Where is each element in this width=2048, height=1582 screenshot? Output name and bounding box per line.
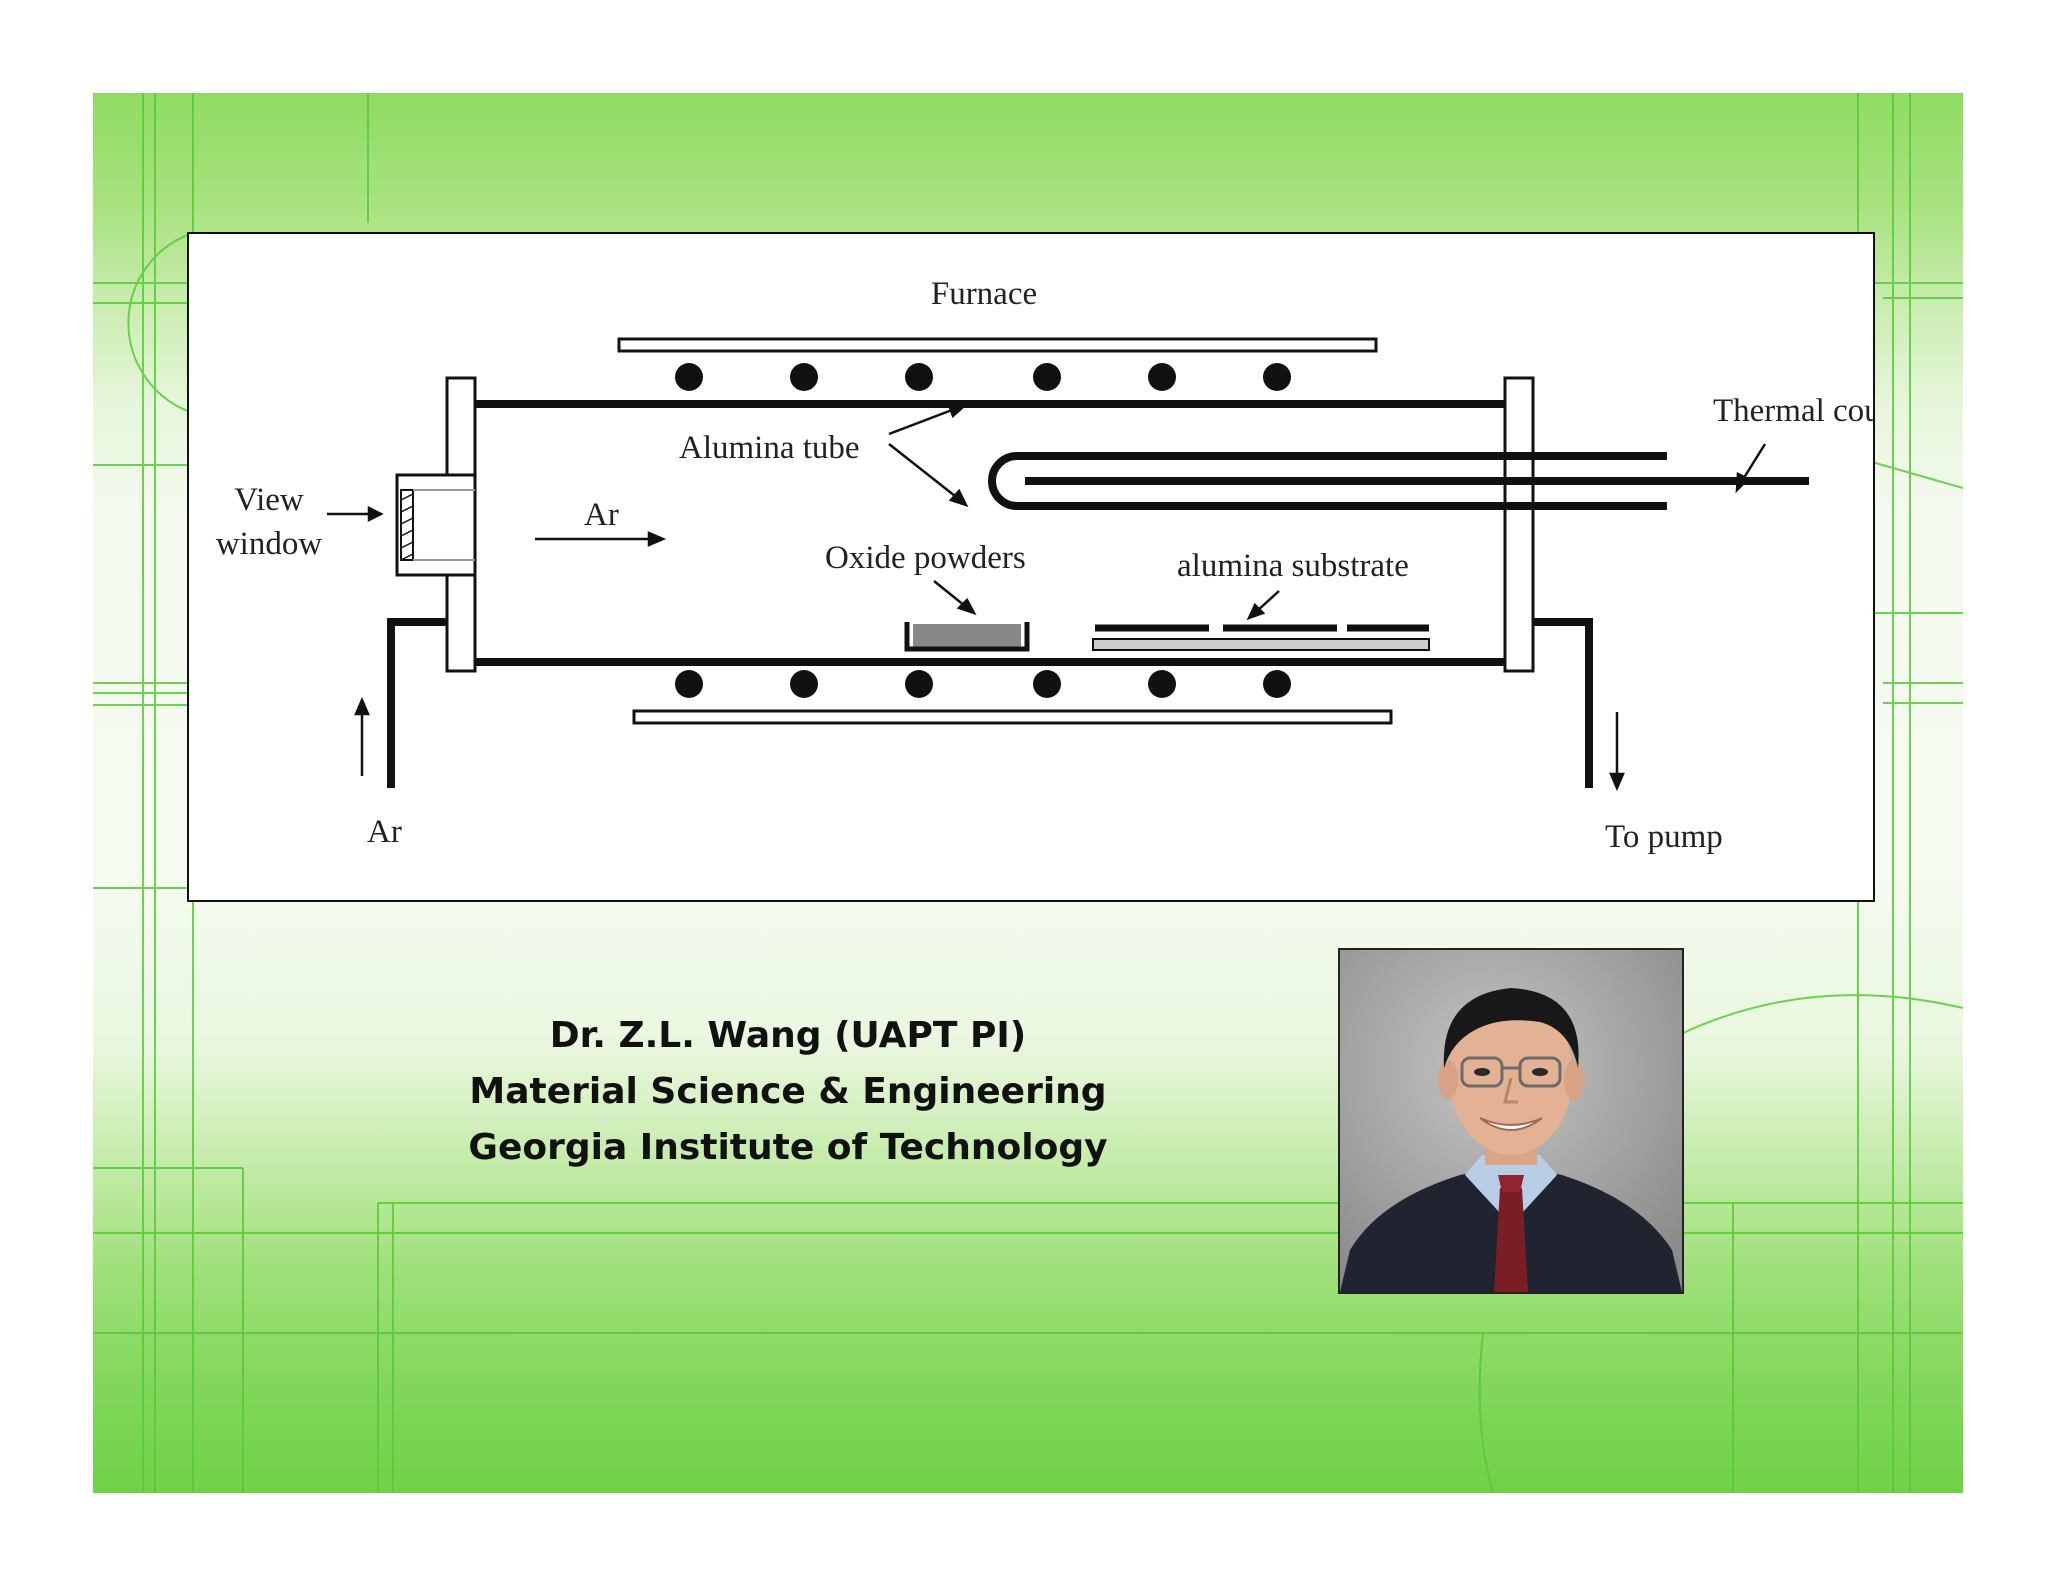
furnace-bottom-bar xyxy=(632,709,1393,725)
caption-department: Material Science & Engineering xyxy=(469,1071,1107,1112)
caption-name: Dr. Z.L. Wang (UAPT PI) xyxy=(549,1015,1027,1056)
thermocouple-sheath xyxy=(988,452,1667,510)
view-window-glass xyxy=(400,489,414,561)
alumina-tube-arrow-lower xyxy=(888,443,956,497)
label-view-window-2: window xyxy=(216,526,323,562)
label-thermal-couple: Thermal couple xyxy=(1713,393,1873,429)
right-flange xyxy=(1503,376,1535,673)
view-window-hatching xyxy=(400,493,414,561)
label-alumina-tube: Alumina tube xyxy=(679,430,860,466)
alumina-tube-arrow-upper xyxy=(888,408,953,436)
thermal-couple-arrow xyxy=(1740,443,1767,482)
caption: Dr. Z.L. Wang (UAPT PI) Material Science… xyxy=(438,1008,1138,1176)
heating-coils-bottom xyxy=(675,670,1291,698)
label-furnace: Furnace xyxy=(931,276,1037,312)
oxide-powders-arrow xyxy=(933,580,966,607)
label-to-pump: To pump xyxy=(1605,819,1723,855)
gas-inlet-pipe xyxy=(387,618,447,788)
gas-outlet-pipe xyxy=(1533,618,1593,788)
portrait-photo xyxy=(1338,948,1684,1294)
label-alumina-substrate: alumina substrate xyxy=(1177,548,1409,584)
alumina-substrate-base xyxy=(1092,638,1430,651)
furnace-top-bar xyxy=(617,337,1378,353)
label-view-window-1: View xyxy=(234,482,304,518)
furnace-schematic: Furnace Alumina tube Thermal couple View… xyxy=(216,276,1873,855)
label-ar-inlet: Ar xyxy=(367,814,402,850)
caption-institution: Georgia Institute of Technology xyxy=(468,1127,1108,1168)
alumina-substrate-arrow xyxy=(1256,590,1280,612)
person-portrait-image xyxy=(1340,950,1682,1292)
label-oxide-powders: Oxide powders xyxy=(825,540,1026,576)
heating-coils-top xyxy=(675,363,1291,391)
oxide-boat-holder xyxy=(904,622,1030,652)
oxide-powder-boat xyxy=(913,624,1021,648)
furnace-diagram: Furnace Alumina tube Thermal couple View… xyxy=(187,232,1875,902)
label-ar-flow: Ar xyxy=(584,497,619,533)
slide: Furnace Alumina tube Thermal couple View… xyxy=(93,93,1963,1493)
